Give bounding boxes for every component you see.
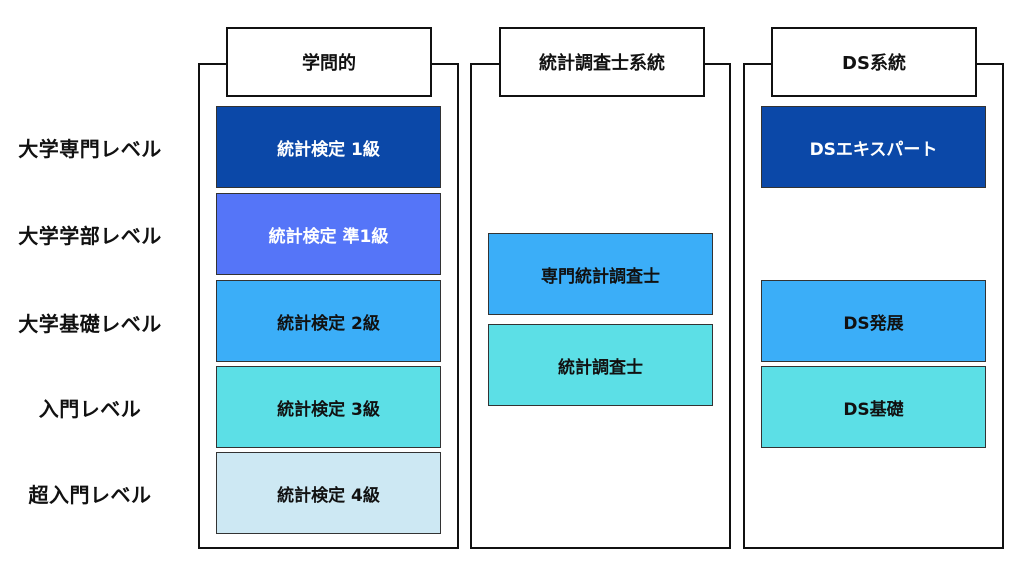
cell-ds-basic-label: DS基礎: [843, 399, 904, 420]
column-header-ds: DS系統: [771, 27, 977, 97]
cell-stat-test-grade4: 統計検定 4級: [216, 452, 441, 534]
column-header-ds-label: DS系統: [842, 53, 906, 74]
cell-ds-advanced-label: DS発展: [843, 313, 904, 334]
level-label-university-specialist: 大学専門レベル: [18, 137, 162, 161]
cell-stat-test-grade1-label: 統計検定 1級: [277, 139, 380, 160]
cell-stat-test-grade3-label: 統計検定 3級: [277, 399, 380, 420]
column-header-academic-label: 学問的: [302, 53, 356, 74]
cell-stat-test-grade2-label: 統計検定 2級: [277, 313, 380, 334]
cell-ds-expert-label: DSエキスパート: [809, 139, 938, 160]
cell-stat-test-grade2: 統計検定 2級: [216, 280, 441, 362]
cell-stat-test-pre-grade1: 統計検定 準1級: [216, 193, 441, 275]
cell-professional-statistical-surveyor-label: 専門統計調査士: [541, 266, 660, 287]
cell-statistical-surveyor: 統計調査士: [488, 324, 713, 406]
column-header-statistical-survey-label: 統計調査士系統: [539, 53, 665, 74]
cell-statistical-surveyor-label: 統計調査士: [558, 357, 643, 378]
cell-ds-expert: DSエキスパート: [761, 106, 986, 188]
column-header-academic: 学問的: [226, 27, 432, 97]
level-label-introductory: 入門レベル: [38, 397, 142, 421]
cell-professional-statistical-surveyor: 専門統計調査士: [488, 233, 713, 315]
cell-stat-test-pre-grade1-label: 統計検定 準1級: [268, 226, 389, 247]
cell-ds-advanced: DS発展: [761, 280, 986, 362]
level-label-super-introductory: 超入門レベル: [28, 483, 152, 507]
cell-ds-basic: DS基礎: [761, 366, 986, 448]
cell-stat-test-grade1: 統計検定 1級: [216, 106, 441, 188]
cell-stat-test-grade4-label: 統計検定 4級: [277, 485, 380, 506]
cell-stat-test-grade3: 統計検定 3級: [216, 366, 441, 448]
column-header-statistical-survey: 統計調査士系統: [499, 27, 705, 97]
level-label-university-undergraduate: 大学学部レベル: [18, 224, 162, 248]
level-label-university-basic: 大学基礎レベル: [18, 312, 162, 336]
